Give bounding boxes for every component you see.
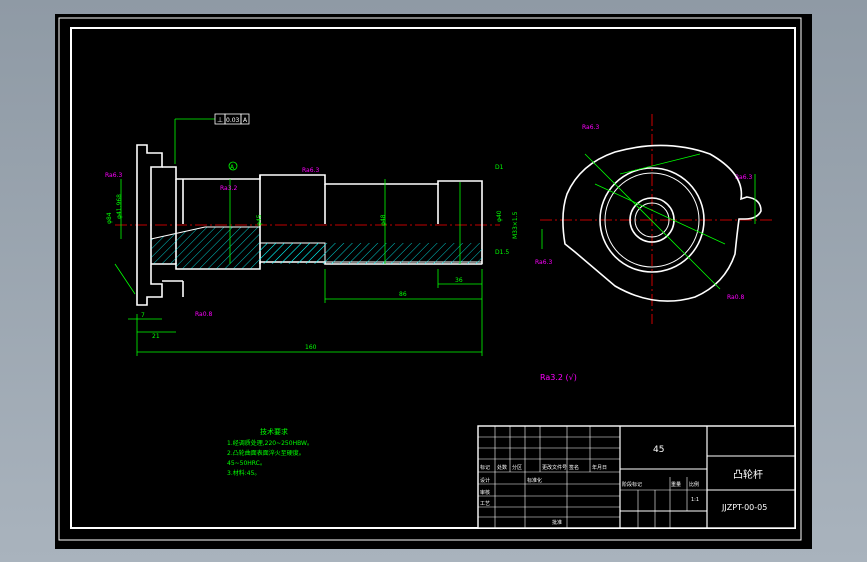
tech-title: 技术要求	[260, 427, 288, 436]
dim-dia-84: φ84	[106, 212, 113, 224]
part-name: 凸轮杆	[733, 468, 763, 481]
tech-line: 45~50HRC。	[227, 460, 266, 467]
title-label: 工艺	[480, 501, 490, 507]
title-label: 阶段标记	[622, 481, 642, 488]
title-block: 标记 处数 分区 更改文件号 签名 年月日 设计 标准化 审核 工艺 批准 阶段…	[477, 425, 796, 529]
title-label: 重量	[671, 481, 681, 488]
svg-text:A: A	[243, 117, 248, 124]
chamfer-d1: D1	[495, 164, 504, 171]
dim-length-36: 36	[455, 277, 463, 284]
dim-length-86: 86	[399, 291, 407, 298]
title-label: 批准	[552, 519, 562, 526]
roughness-marks: Ra6.3 Ra3.2 Ra6.3 Ra0.8 Ra6.3 Ra6.3 Ra6.…	[105, 124, 752, 318]
cam-dimensions	[541, 153, 756, 290]
material: 45	[653, 445, 664, 455]
title-label: 审核	[480, 489, 490, 496]
roughness-mark: Ra6.3	[735, 174, 752, 181]
outer-border	[58, 17, 802, 541]
dim-dia-45: φ45	[256, 214, 263, 226]
title-label: 签名	[569, 464, 579, 471]
dim-thread: M33×1.5	[512, 211, 519, 239]
drawing-frame	[70, 27, 796, 529]
title-label: 处数	[497, 464, 507, 471]
roughness-mark: Ra3.2	[220, 185, 237, 192]
bore-outer	[629, 197, 675, 243]
dim-dia-41: φ41.968	[116, 194, 123, 219]
title-label: 年月日	[592, 464, 607, 471]
roughness-mark: Ra6.3	[582, 124, 599, 131]
drawing-number: JJZPT-00-05	[721, 503, 767, 512]
cam-profile	[562, 144, 762, 302]
svg-text:0.03: 0.03	[226, 117, 240, 124]
general-roughness: Ra3.2 (√)	[540, 373, 577, 382]
tech-line: 3.材料:45。	[227, 469, 260, 477]
dimensions	[114, 118, 483, 356]
tech-line: 2.凸轮曲面表面淬火至硬度。	[227, 449, 305, 457]
roughness-mark: Ra6.3	[302, 167, 319, 174]
tech-requirements: 技术要求 1.经调质处理,220~250HBW。 2.凸轮曲面表面淬火至硬度。 …	[227, 427, 313, 477]
cam-circle-outer	[599, 167, 705, 273]
svg-text:⊥: ⊥	[217, 116, 223, 124]
title-label: 比例	[689, 481, 699, 488]
shaft-outline-top	[162, 166, 483, 264]
cam-view	[540, 114, 775, 324]
roughness-mark: Ra0.8	[195, 311, 212, 318]
roughness-mark: Ra6.3	[535, 259, 552, 266]
title-label: 设计	[480, 477, 490, 484]
dim-length-total: 160	[305, 344, 317, 351]
roughness-mark: Ra0.8	[727, 294, 744, 301]
flange-outline	[136, 144, 163, 306]
roughness-mark: Ra6.3	[105, 172, 122, 179]
cad-viewport[interactable]: 160 86 36 21 7 φ84 φ41.968 φ45 φ48 φ40 M…	[55, 14, 812, 549]
tolerance-frame: ⊥ 0.03 A A	[214, 113, 250, 171]
dim-length-7: 7	[141, 312, 145, 319]
chamfer-d1-5: D1.5	[495, 249, 509, 256]
cad-drawing: 160 86 36 21 7 φ84 φ41.968 φ45 φ48 φ40 M…	[58, 17, 802, 541]
dim-dia-48: φ48	[380, 214, 387, 226]
title-label: 标记	[480, 464, 490, 471]
dim-dia-40: φ40	[496, 210, 503, 222]
title-label: 标准化	[527, 477, 542, 484]
title-label: 分区	[512, 464, 522, 471]
scale-value: 1:1	[691, 497, 699, 503]
svg-text:A: A	[230, 164, 235, 171]
tech-line: 1.经调质处理,220~250HBW。	[227, 439, 313, 447]
datum-symbol	[228, 161, 238, 171]
dim-length-21: 21	[152, 333, 160, 340]
title-label: 更改文件号	[542, 464, 567, 471]
dimension-labels: 160 86 36 21 7 φ84 φ41.968 φ45 φ48 φ40 M…	[106, 164, 519, 351]
